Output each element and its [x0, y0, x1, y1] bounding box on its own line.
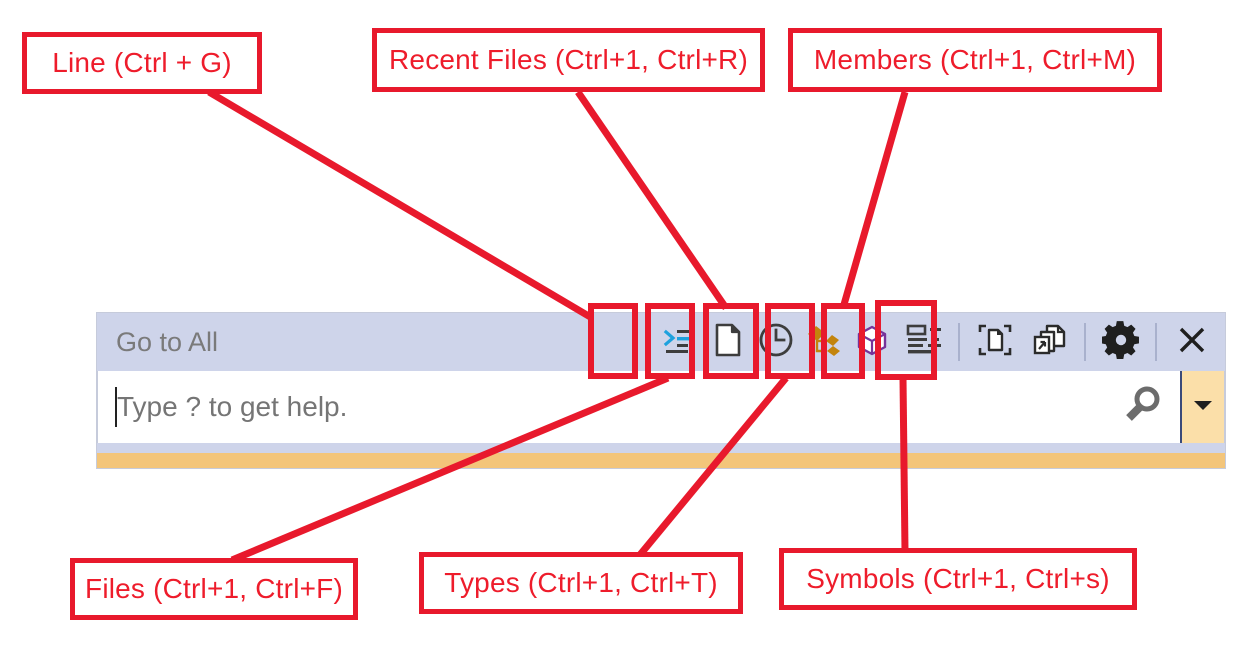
search-options-dropdown[interactable]: [1180, 371, 1224, 443]
go-to-line-icon: [663, 323, 697, 362]
leader-line-members: [839, 91, 909, 309]
toolbar-button-preview[interactable]: [967, 313, 1022, 371]
annotation-label-types: Types (Ctrl+1, Ctrl+T): [419, 552, 743, 614]
text-caret: [115, 387, 117, 427]
highlight-box-symbols: [875, 300, 937, 380]
highlight-box-files: [645, 303, 695, 379]
highlight-box-line: [588, 303, 638, 379]
search-row: [97, 371, 1225, 443]
toolbar-separator-1: [958, 323, 960, 361]
search-button[interactable]: [1106, 371, 1180, 443]
toolbar-button-settings[interactable]: [1093, 313, 1148, 371]
search-input[interactable]: [98, 390, 1106, 424]
annotation-label-symbols: Symbols (Ctrl+1, Ctrl+s): [779, 548, 1137, 610]
annotation-label-files: Files (Ctrl+1, Ctrl+F): [70, 558, 358, 620]
annotation-text: Line (Ctrl + G): [52, 47, 232, 78]
go-to-files-icon: [712, 322, 744, 363]
annotation-text: Symbols (Ctrl+1, Ctrl+s): [806, 563, 1110, 594]
preview-selected-item-icon: [976, 322, 1014, 363]
recent-files-icon: [757, 321, 795, 364]
toolbar-separator-3: [1155, 323, 1157, 361]
annotation-text: Files (Ctrl+1, Ctrl+F): [85, 573, 343, 604]
highlight-box-types: [765, 303, 815, 379]
dialog-underline-strip: [97, 443, 1225, 453]
dialog-accent-bar: [97, 453, 1225, 468]
annotation-label-members: Members (Ctrl+1, Ctrl+M): [788, 28, 1162, 92]
highlight-box-members: [821, 303, 865, 379]
toolbar-button-close[interactable]: [1164, 313, 1219, 371]
highlight-box-recent-files: [703, 303, 759, 379]
open-in-external-window-icon: [1031, 322, 1069, 363]
chevron-down-icon: [1192, 398, 1214, 417]
leader-line-line: [207, 88, 594, 322]
dialog-title-bar: Go to All: [97, 313, 1225, 371]
toolbar-button-external-window[interactable]: [1022, 313, 1077, 371]
toolbar-button-files[interactable]: [704, 313, 752, 371]
gear-icon: [1100, 320, 1140, 364]
annotation-label-recent-files: Recent Files (Ctrl+1, Ctrl+R): [372, 28, 765, 92]
annotation-label-line: Line (Ctrl + G): [22, 32, 262, 94]
annotation-text: Members (Ctrl+1, Ctrl+M): [813, 44, 1137, 75]
toolbar-separator-2: [1084, 323, 1086, 361]
page-title: Go to All: [116, 326, 219, 357]
close-icon: [1175, 323, 1209, 362]
search-icon: [1120, 382, 1166, 433]
toolbar-button-line[interactable]: [656, 313, 704, 371]
annotation-text: Types (Ctrl+1, Ctrl+T): [444, 567, 718, 598]
toolbar-button-recent-files[interactable]: [752, 313, 800, 371]
leader-line-recent-files: [575, 90, 729, 310]
annotation-text: Recent Files (Ctrl+1, Ctrl+R): [389, 44, 748, 75]
